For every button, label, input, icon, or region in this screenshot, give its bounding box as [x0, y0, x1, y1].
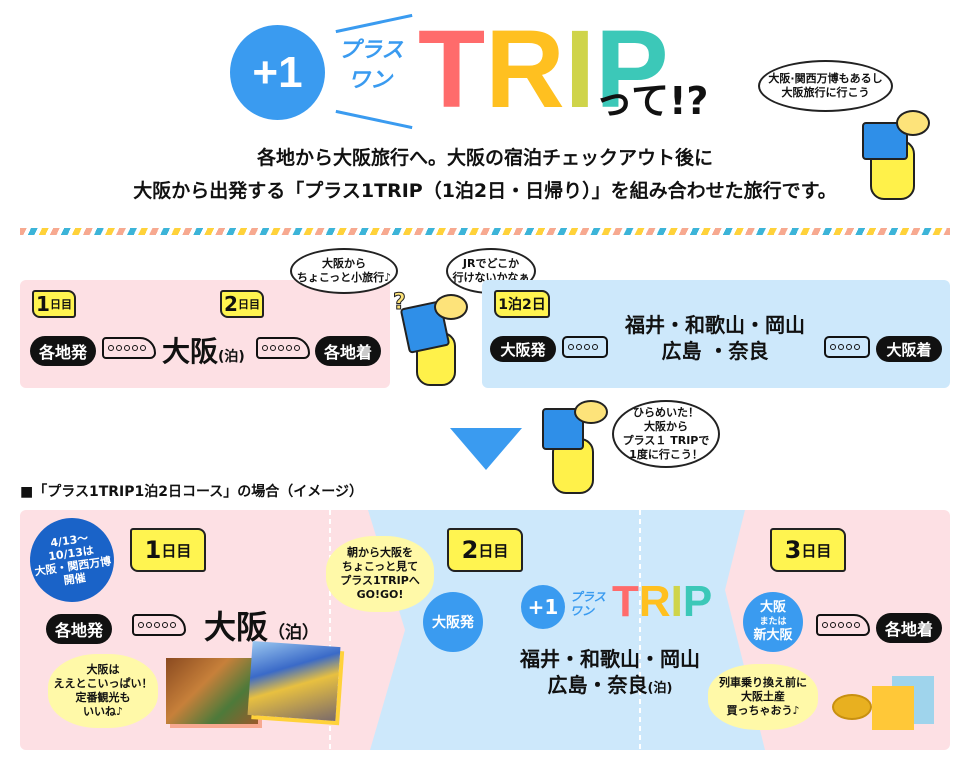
train-icon	[256, 337, 310, 359]
subtitle: 各地から大阪旅行へ。大阪の宿泊チェックアウト後に大阪から出発する「プラス1TRI…	[0, 142, 970, 208]
train-icon-local	[562, 336, 608, 358]
dotonbori-photo	[247, 641, 341, 721]
plus1-logo-circle: +1	[230, 25, 325, 120]
subtitle-line-2: 大阪から出発する「プラス1TRIP（1泊2日・日帰り）」を組み合わせた旅行です。	[133, 180, 837, 202]
course-heading: ■「プラス1TRIP1泊2日コース」の場合（イメージ）	[20, 484, 363, 500]
logo-kana-2: ワン	[348, 68, 393, 93]
arrive-label: 各地着	[315, 336, 382, 366]
osaka-trip-panel	[20, 280, 390, 388]
logo-trip: TRIP	[418, 8, 669, 131]
souvenir-box-icon	[832, 694, 872, 720]
course-depart-label: 各地発	[46, 614, 113, 644]
cities-line-2: 広島・奈良(泊)	[547, 673, 673, 697]
plus-one-trip-panel	[482, 280, 950, 388]
bubble-small-trip: 大阪から ちょこっと小旅行♪	[290, 248, 398, 294]
plus1-logo-small: +1	[521, 585, 565, 629]
depart-osaka-label: 大阪発	[490, 336, 556, 362]
course-depart-osaka: 大阪発	[423, 592, 483, 652]
one-night-flag: 1泊2日	[494, 290, 550, 318]
logo-kana-1: プラス	[338, 38, 404, 63]
subtitle-line-1: 各地から大阪旅行へ。大阪の宿泊チェックアウト後に	[256, 147, 713, 169]
train-icon	[132, 614, 186, 636]
course-arrive-label: 各地着	[876, 613, 943, 643]
title-suffix: って!?	[595, 79, 709, 123]
shopping-bag-yellow-icon	[872, 686, 914, 730]
cities-line-1: 福井・和歌山・岡山	[625, 313, 805, 337]
striped-divider	[20, 228, 950, 235]
logo-kana-small: プラスワン	[570, 590, 606, 618]
course-osaka: 大阪（泊）	[204, 608, 320, 646]
trip-letter-r: R	[485, 8, 565, 131]
train-icon	[816, 614, 870, 636]
train-icon	[102, 337, 156, 359]
down-arrow-icon	[450, 428, 522, 470]
trip-letter-i: I	[564, 8, 596, 131]
cities-line-2: 広島 ・奈良	[661, 339, 769, 363]
course-destination-cities: 福井・和歌山・岡山広島・奈良(泊)	[495, 646, 725, 702]
logo-line-bottom	[335, 109, 413, 130]
go-go-bubble: 朝から大阪を ちょこっと見て プラス1TRIPへ GO!GO!	[326, 536, 434, 612]
mascot-thinking	[398, 292, 478, 388]
destination-cities: 福井・和歌山・岡山広島 ・奈良	[600, 312, 830, 364]
takoyaki-photo	[166, 658, 258, 724]
mascot-cheering	[850, 110, 940, 205]
idea-bubble: ひらめいた！ 大阪から プラス１ TRIPで 1度に行こう！	[612, 400, 720, 468]
osaka-city: 大阪(泊)	[162, 335, 245, 368]
train-icon-local	[824, 336, 870, 358]
souvenir-bubble: 列車乗り換え前に 大阪土産 買っちゃおう♪	[708, 664, 818, 730]
trip-letter-p: P	[595, 8, 669, 131]
arrive-osaka-label: 大阪着	[876, 336, 942, 362]
trip-letter-t: T	[418, 8, 486, 131]
mascot-idea	[538, 398, 613, 496]
depart-label: 各地発	[30, 336, 97, 366]
logo-trip-small: TRIP	[612, 577, 713, 626]
header-mascot-bubble: 大阪·関西万博もあるし 大阪旅行に行こう	[758, 60, 893, 112]
osaka-station-circle: 大阪または新大阪	[743, 592, 803, 652]
cities-line-1: 福井・和歌山・岡山	[520, 647, 700, 671]
osaka-sightseeing-bubble: 大阪は ええとこいっぱい！ 定番観光も いいね♪	[48, 654, 158, 728]
logo-line-top	[335, 13, 413, 34]
